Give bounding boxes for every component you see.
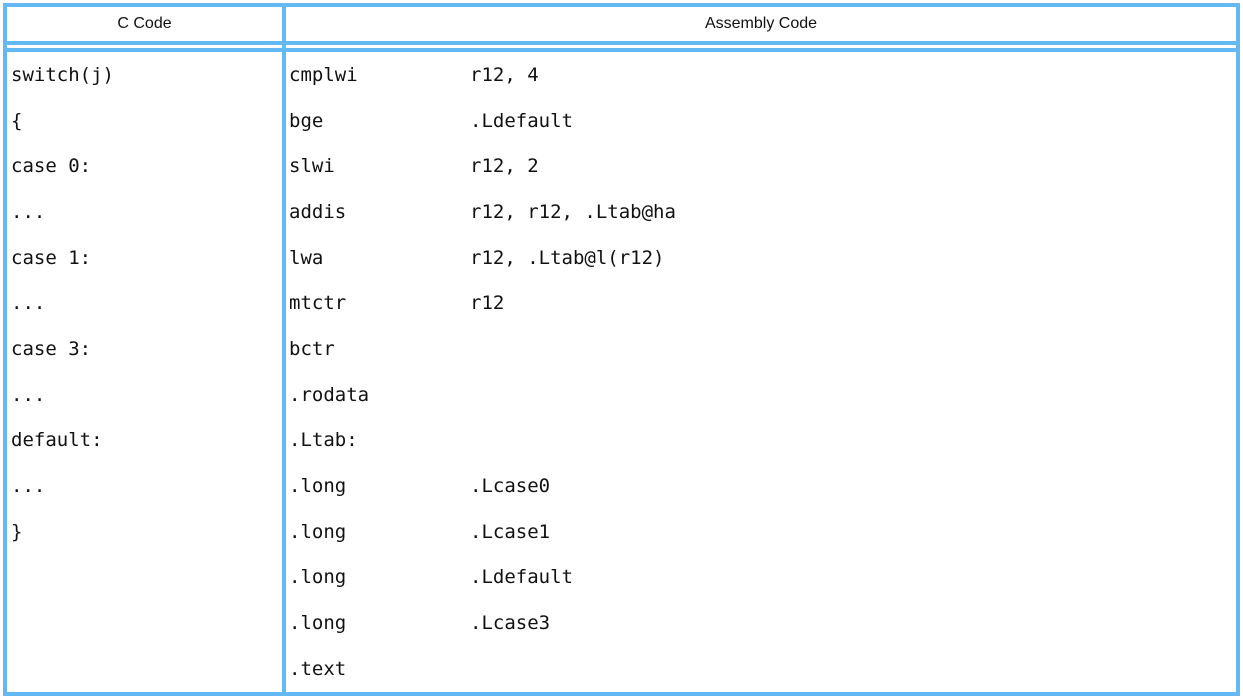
assembly-column: Assembly Code cmplwi r12, 4 bge .Ldefault … (286, 7, 1236, 692)
c-code-text: ... (11, 383, 46, 406)
assembly-mnemonic: cmplwi (289, 63, 358, 86)
assembly-operands: r12, 2 (470, 155, 539, 178)
assembly-line: .Ltab: (286, 418, 1236, 464)
assembly-line: mtctr r12 (286, 280, 1236, 326)
assembly-cell: cmplwi r12, 4 bge .Ldefault slwi r12, 2 add… (286, 52, 1236, 692)
assembly-mnemonic: addis (289, 200, 347, 223)
assembly-operands: .Ldefault (470, 566, 573, 589)
assembly-mnemonic: lwa (289, 246, 324, 269)
assembly-operands: .Lcase3 (470, 612, 551, 635)
assembly-mnemonic: .rodata (289, 383, 370, 406)
header-separator (286, 41, 1236, 52)
assembly-operands: r12, r12, .Ltab@ha (470, 200, 676, 223)
c-code-line: case 1: (7, 235, 282, 281)
assembly-operands: r12, .Ltab@l(r12) (470, 246, 665, 269)
assembly-operands: .Lcase1 (470, 520, 551, 543)
assembly-mnemonic: slwi (289, 155, 335, 178)
assembly-mnemonic: mtctr (289, 292, 347, 315)
assembly-operands: r12 (470, 292, 505, 315)
assembly-line: .long .Lcase3 (286, 600, 1236, 646)
assembly-line: bge .Ldefault (286, 98, 1236, 144)
c-code-text: switch(j) (11, 63, 114, 86)
c-code-line: ... (7, 189, 282, 235)
assembly-line: cmplwi r12, 4 (286, 52, 1236, 98)
column-header-assembly-code: Assembly Code (704, 15, 818, 32)
assembly-line: .text (286, 646, 1236, 692)
assembly-mnemonic: .text (289, 657, 347, 680)
column-divider (282, 7, 286, 692)
assembly-operands: r12, 4 (470, 63, 539, 86)
assembly-line: .rodata (286, 372, 1236, 418)
c-code-text: ... (11, 292, 46, 315)
code-table: C Code switch(j) { case 0: ... case 1: .… (3, 3, 1240, 696)
assembly-operands: .Lcase0 (470, 475, 551, 498)
c-code-line: ... (7, 463, 282, 509)
c-code-line: switch(j) (7, 52, 282, 98)
c-code-line: ... (7, 372, 282, 418)
assembly-mnemonic: .long (289, 520, 347, 543)
assembly-mnemonic: .long (289, 566, 347, 589)
c-code-text: default: (11, 429, 103, 452)
c-code-text: case 0: (11, 155, 92, 178)
assembly-line: bctr (286, 326, 1236, 372)
assembly-line: slwi r12, 2 (286, 143, 1236, 189)
c-code-line: case 0: (7, 143, 282, 189)
c-code-text: ... (11, 200, 46, 223)
assembly-line: lwa r12, .Ltab@l(r12) (286, 235, 1236, 281)
column-header-c-code: C Code (117, 15, 172, 32)
assembly-mnemonic: bctr (289, 337, 335, 360)
c-code-line: } (7, 509, 282, 555)
header-separator (7, 41, 282, 52)
c-code-text: case 3: (11, 337, 92, 360)
c-code-text: { (11, 109, 23, 132)
assembly-line: addis r12, r12, .Ltab@ha (286, 189, 1236, 235)
assembly-line: .long .Lcase0 (286, 463, 1236, 509)
c-code-text: case 1: (11, 246, 92, 269)
assembly-line: .long .Lcase1 (286, 509, 1236, 555)
c-code-text: ... (11, 475, 46, 498)
assembly-operands: .Ldefault (470, 109, 573, 132)
assembly-mnemonic: .long (289, 612, 347, 635)
c-code-line: default: (7, 418, 282, 464)
c-code-column: C Code switch(j) { case 0: ... case 1: .… (7, 7, 282, 692)
c-code-cell: switch(j) { case 0: ... case 1: ... case… (7, 52, 282, 692)
assembly-line: .long .Ldefault (286, 555, 1236, 601)
c-code-text: } (11, 520, 23, 543)
c-code-line: case 3: (7, 326, 282, 372)
assembly-mnemonic: .long (289, 475, 347, 498)
c-code-line: { (7, 98, 282, 144)
c-code-line: ... (7, 280, 282, 326)
assembly-mnemonic: bge (289, 109, 324, 132)
assembly-mnemonic: .Ltab: (289, 429, 358, 452)
